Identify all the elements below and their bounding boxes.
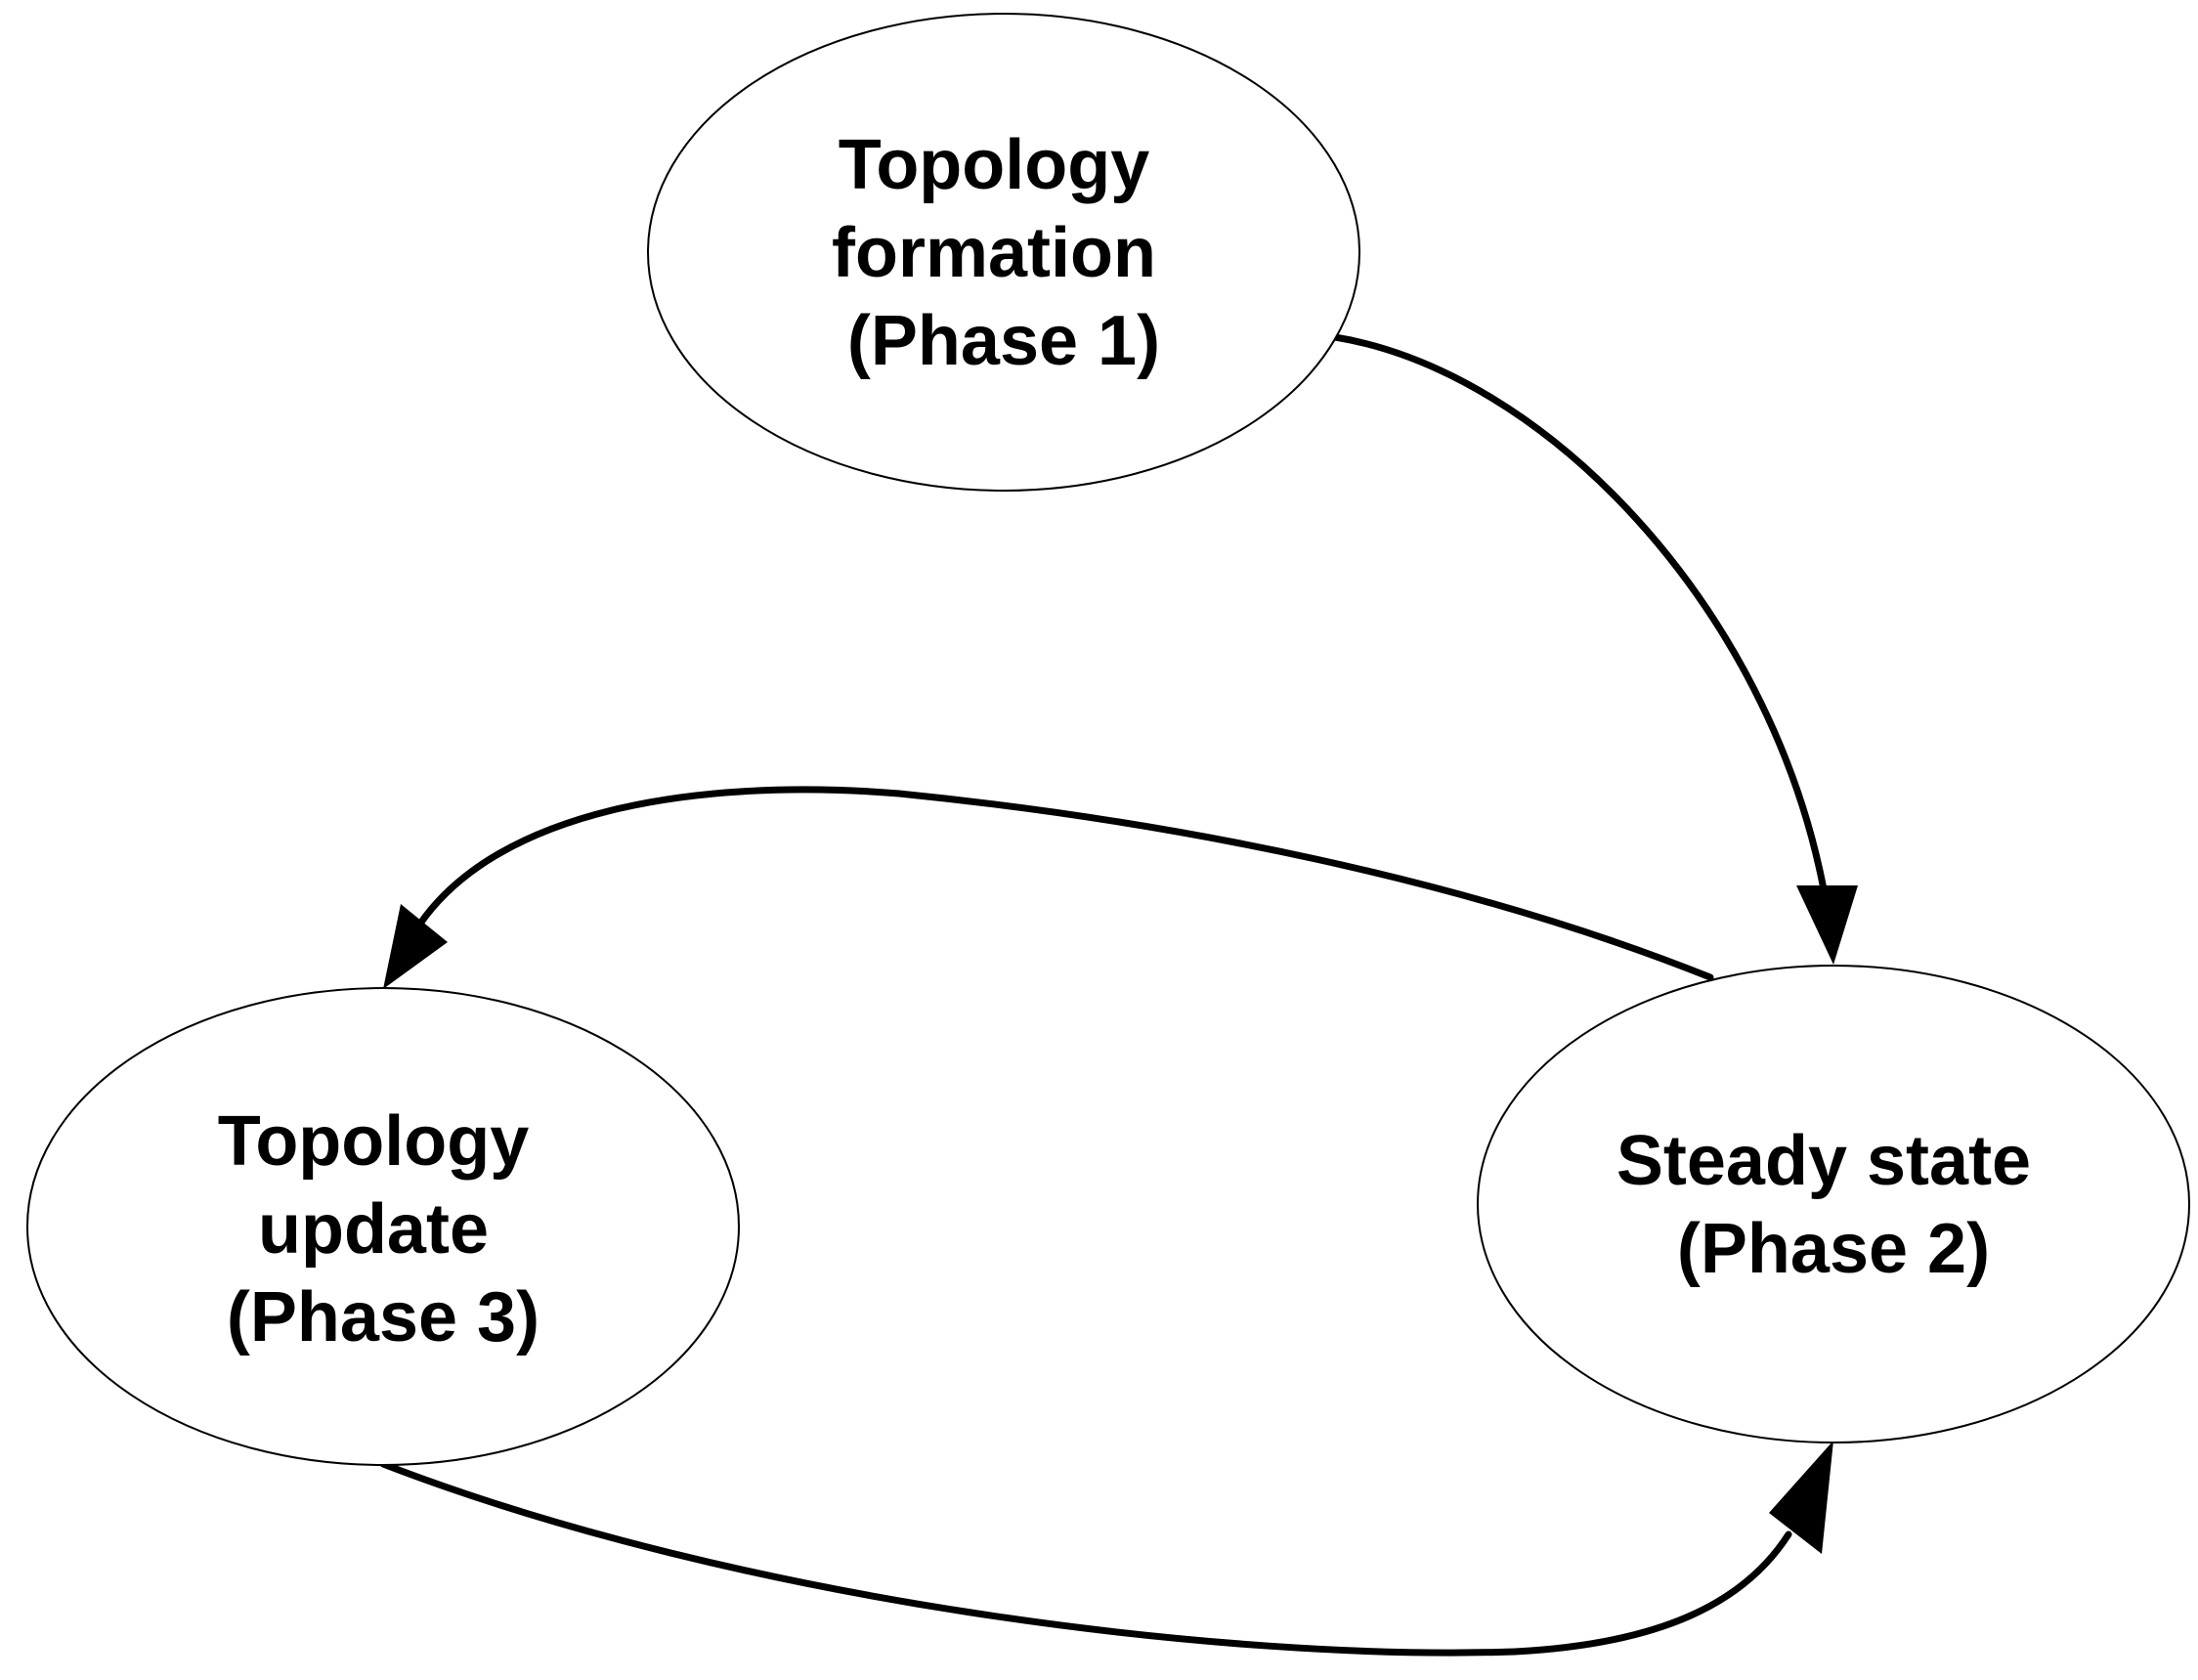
edge-phase1-to-phase2 <box>1331 333 1828 893</box>
node-phase2-ellipse <box>1477 965 2190 1443</box>
node-phase3-line-1: Topology <box>218 1102 530 1181</box>
node-phase3-label: Topology update (Phase 3) <box>218 1102 549 1357</box>
arrowhead-phase2-bottom <box>1769 1441 1833 1554</box>
arrowhead-phase2-top <box>1796 885 1858 965</box>
node-phase2: Steady state (Phase 2) <box>1477 965 2190 1443</box>
node-phase3: Topology update (Phase 3) <box>26 987 740 1466</box>
node-phase1-ellipse <box>647 13 1360 492</box>
arrowhead-phase3-top <box>383 904 448 989</box>
node-phase1-line-2: formation <box>832 214 1156 292</box>
node-phase3-ellipse <box>26 987 740 1466</box>
node-phase2-line-2: (Phase 2) <box>1677 1210 1990 1288</box>
node-phase2-line-1: Steady state <box>1616 1122 2031 1200</box>
node-phase3-line-2: update <box>258 1190 489 1269</box>
edge-phase2-to-phase3 <box>416 786 1714 981</box>
edges <box>379 333 1858 1657</box>
edge-phase3-to-phase2 <box>379 1460 1792 1657</box>
node-phase3-line-3: (Phase 3) <box>227 1278 539 1357</box>
node-phase2-label: Steady state (Phase 2) <box>1616 1122 2050 1288</box>
node-phase1-label: Topology formation (Phase 1) <box>832 126 1176 380</box>
node-phase1-line-3: (Phase 1) <box>847 302 1160 380</box>
node-phase1: Topology formation (Phase 1) <box>647 13 1360 492</box>
node-phase1-line-1: Topology <box>839 126 1150 204</box>
